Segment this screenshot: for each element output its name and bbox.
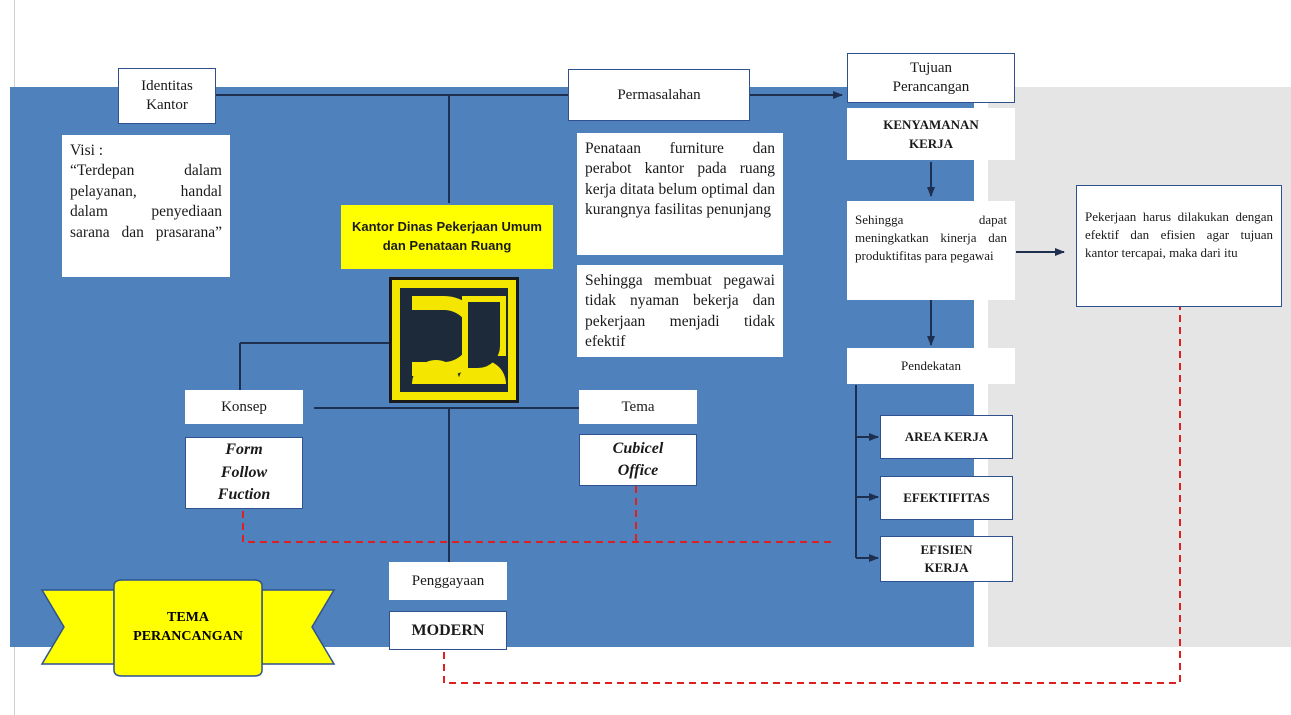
tema-label: Tema <box>579 390 697 424</box>
tema-value: Cubicel Office <box>579 434 697 486</box>
konsep-label: Konsep <box>185 390 303 424</box>
permasalahan-box: Permasalahan <box>568 69 750 121</box>
tujuan-perancangan-box: Tujuan Perancangan <box>847 53 1015 103</box>
tema-perancangan-text: TEMA PERANCANGAN <box>133 610 243 644</box>
visi-title: Visi : <box>70 142 104 159</box>
side-panel <box>988 87 1291 647</box>
banner-ribbon-icon <box>40 579 336 677</box>
pupr-logo-icon <box>389 277 519 403</box>
pendekatan-item-area-kerja: AREA KERJA <box>880 415 1013 459</box>
pendekatan-item-efektifitas: EFEKTIFITAS <box>880 476 1013 520</box>
identitas-kantor-box: Identitas Kantor <box>118 68 216 124</box>
penggayaan-label: Penggayaan <box>389 562 507 600</box>
kantor-dinas-label: Kantor Dinas Pekerjaan Umum dan Penataan… <box>341 205 553 269</box>
pendekatan-item-efisien-kerja: EFISIEN KERJA <box>880 536 1013 582</box>
visi-box: Visi : “Terdepan dalam pelayanan, handal… <box>62 135 230 277</box>
penggayaan-value: MODERN <box>389 611 507 650</box>
conclusion-box: Pekerjaan harus dilakukan dengan efektif… <box>1076 185 1282 307</box>
tujuan-result-box: Sehingga dapat meningkatkan kinerja dan … <box>847 201 1015 300</box>
issue-furniture: Penataan furniture dan perabot kantor pa… <box>577 133 783 255</box>
konsep-value: Form Follow Fuction <box>185 437 303 509</box>
kenyamanan-kerja-box: KENYAMANAN KERJA <box>847 108 1015 160</box>
visi-text: “Terdepan dalam pelayanan, handal dalam … <box>70 162 222 241</box>
pendekatan-box: Pendekatan <box>847 348 1015 384</box>
issue-effect: Sehingga membuat pegawai tidak nyaman be… <box>577 265 783 357</box>
tema-perancangan-banner: TEMA PERANCANGAN <box>38 578 338 688</box>
